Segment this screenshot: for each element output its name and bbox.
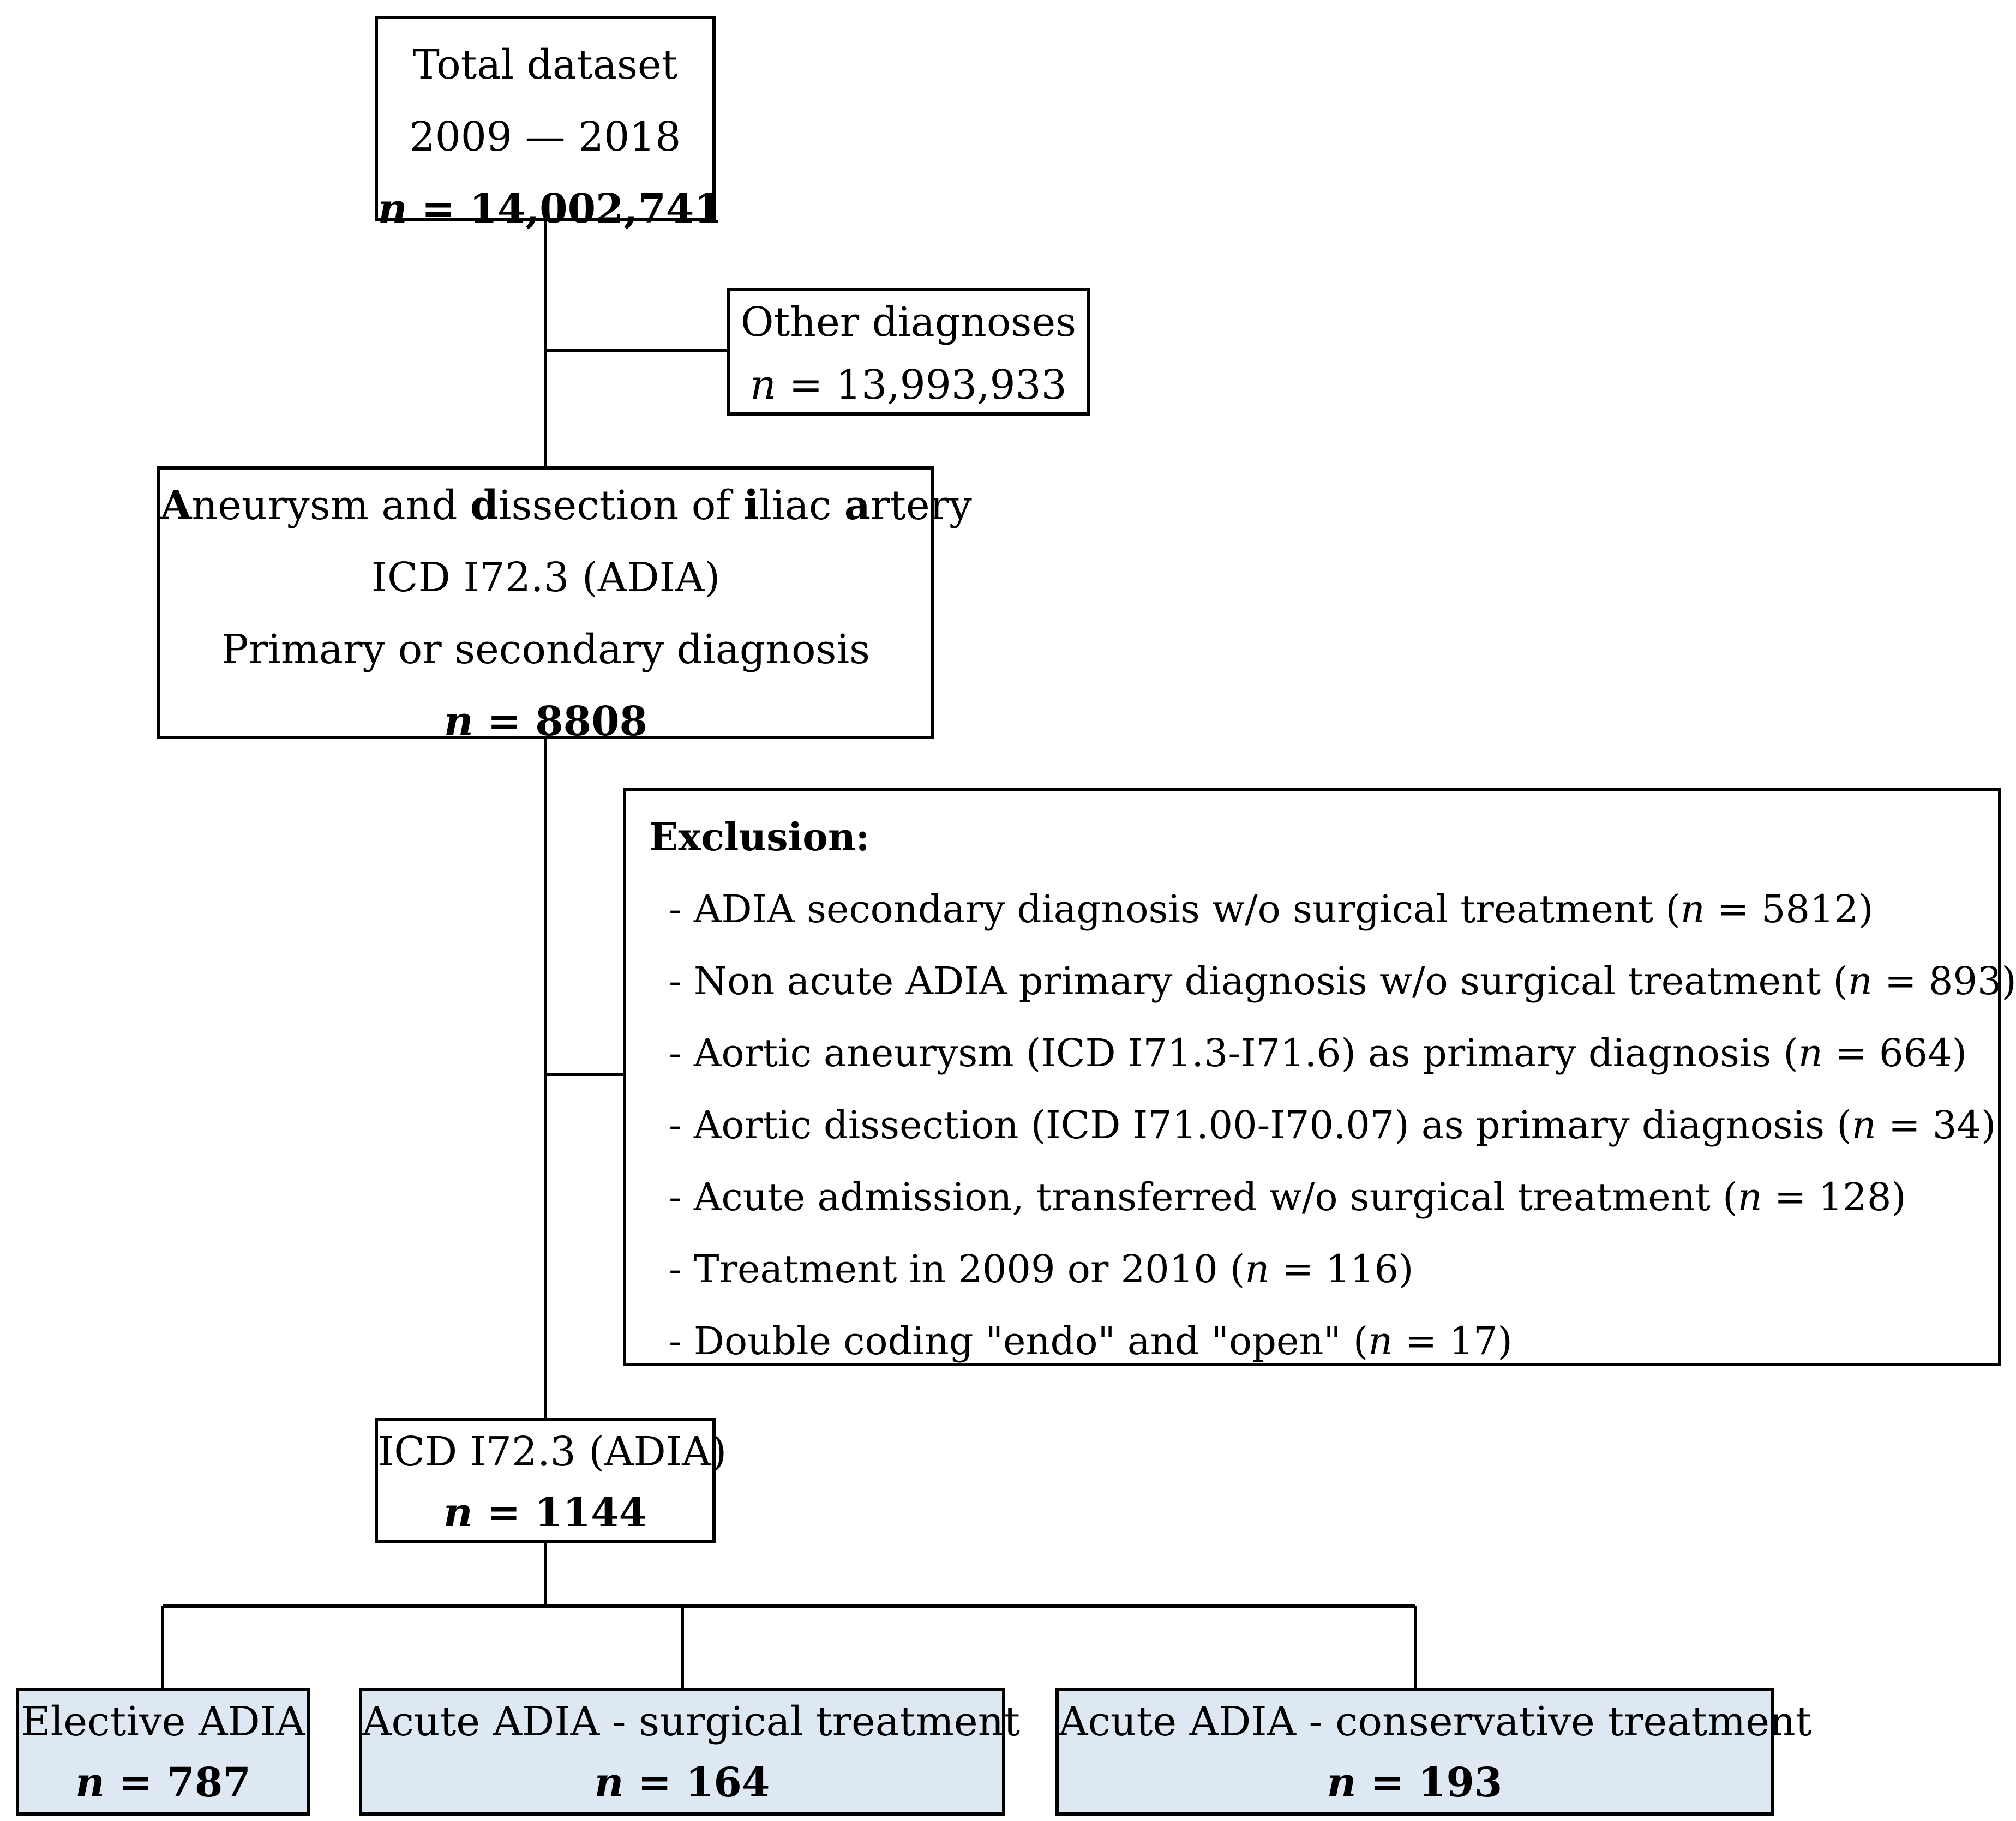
adia-title-part: liac [759,482,844,529]
exclusion-item-text: - Aortic dissection (ICD I71.00-I70.07) … [669,1103,1852,1147]
elective-adia-box: Elective ADIA n = 787 [16,1688,310,1816]
exclusion-item-text: - Aortic aneurysm (ICD I71.3-I71.6) as p… [669,1031,1798,1075]
exclusion-item-text: = 116) [1269,1247,1414,1291]
other-diagnoses-count: n = 13,993,933 [730,354,1087,417]
exclusion-box: Exclusion: - ADIA secondary diagnosis w/… [623,788,2016,1366]
exclusion-item-text: - ADIA secondary diagnosis w/o surgical … [669,887,1681,931]
final-adia-count: n = 1144 [378,1482,712,1543]
exclusion-item-text: = 664) [1822,1031,1967,1075]
adia-title-part: rtery [870,482,972,529]
exclusion-item-text: n [1851,1103,1876,1147]
exclusion-item-text: = 893) [1872,959,2016,1003]
final-adia-title: ICD I72.3 (ADIA) [378,1428,727,1475]
n-symbol: n [594,1759,624,1806]
total-dataset-box: Total dataset 2009 — 2018 n = 14,002,741 [375,16,722,232]
acute-conservative-title: Acute ADIA - conservative treatment [1059,1698,1812,1745]
adia-title-part: a [844,482,871,529]
exclusion-item-text: - Acute admission, transferred w/o surgi… [669,1175,1738,1219]
total-dataset-title: Total dataset [412,41,678,88]
other-diagnoses-value: = 13,993,933 [776,362,1067,408]
total-dataset-years: 2009 — 2018 [409,113,681,160]
final-adia-value: = 1144 [472,1489,647,1536]
acute-conservative-count: n = 193 [1059,1752,1771,1813]
n-symbol: n [1327,1759,1357,1806]
exclusion-item-text: n [1245,1247,1270,1291]
n-symbol: n [75,1759,105,1806]
acute-surgical-count: n = 164 [362,1752,1002,1813]
adia-icd: ICD I72.3 (ADIA) [371,554,721,601]
other-diagnoses-title: Other diagnoses [740,299,1077,346]
exclusion-item-text: = 128) [1762,1175,1906,1219]
n-symbol: n [443,1489,473,1536]
exclusion-item-text: n [1737,1175,1762,1219]
exclusion-item-text: n [1847,959,1873,1003]
exclusion-item: - Treatment in 2009 or 2010 (n = 116) [669,1233,1998,1305]
acute-surgical-box: Acute ADIA - surgical treatment n = 164 [359,1688,1021,1816]
exclusion-item-text: - Non acute ADIA primary diagnosis w/o s… [669,959,1848,1003]
exclusion-item-text: - Double coding "endo" and "open" ( [669,1319,1369,1363]
n-symbol: n [378,185,407,232]
other-diagnoses-box: Other diagnoses n = 13,993,933 [727,288,1090,416]
exclusion-item: - ADIA secondary diagnosis w/o surgical … [669,873,1998,945]
adia-box: Aneurysm and dissection of iliac artery … [157,466,972,745]
adia-title: Aneurysm and dissection of iliac artery [160,470,972,542]
n-symbol: n [443,698,473,745]
exclusion-item: - Double coding "endo" and "open" (n = 1… [669,1305,1998,1377]
adia-title-part: neurysm and [191,482,471,529]
elective-adia-title: Elective ADIA [21,1698,305,1745]
exclusion-item-text: n [1368,1319,1393,1363]
exclusion-item: - Aortic dissection (ICD I71.00-I70.07) … [669,1089,1998,1161]
acute-surgical-title: Acute ADIA - surgical treatment [362,1698,1021,1745]
adia-diagnosis-type: Primary or secondary diagnosis [221,626,871,673]
exclusion-title: Exclusion: [649,814,870,860]
adia-title-part: d [470,482,499,529]
final-adia-box: ICD I72.3 (ADIA) n = 1144 [375,1418,727,1543]
exclusion-item-text: - Treatment in 2009 or 2010 ( [669,1247,1245,1291]
exclusion-item-text: n [1680,887,1705,931]
adia-title-part: A [160,482,192,529]
adia-value: = 8808 [473,698,648,745]
exclusion-item: - Acute admission, transferred w/o surgi… [669,1161,1998,1233]
exclusion-item: - Non acute ADIA primary diagnosis w/o s… [669,945,2016,1017]
adia-count: n = 8808 [160,686,931,758]
exclusion-list: - ADIA secondary diagnosis w/o surgical … [649,873,2016,1377]
total-dataset-count: n = 14,002,741 [378,173,722,245]
exclusion-item: - Aortic aneurysm (ICD I71.3-I71.6) as p… [669,1017,1998,1089]
acute-conservative-box: Acute ADIA - conservative treatment n = … [1055,1688,1812,1816]
acute-conservative-value: = 193 [1356,1759,1503,1806]
total-dataset-value: = 14,002,741 [407,185,722,232]
exclusion-item-text: = 5812) [1705,887,1874,931]
n-symbol: n [750,362,776,408]
elective-adia-count: n = 787 [19,1752,307,1813]
exclusion-item-text: = 17) [1393,1319,1513,1363]
elective-adia-value: = 787 [104,1759,251,1806]
adia-title-part: i [743,482,759,529]
adia-title-part: issection of [498,482,744,529]
exclusion-item-text: = 34) [1876,1103,1996,1147]
acute-surgical-value: = 164 [623,1759,770,1806]
exclusion-item-text: n [1798,1031,1823,1075]
